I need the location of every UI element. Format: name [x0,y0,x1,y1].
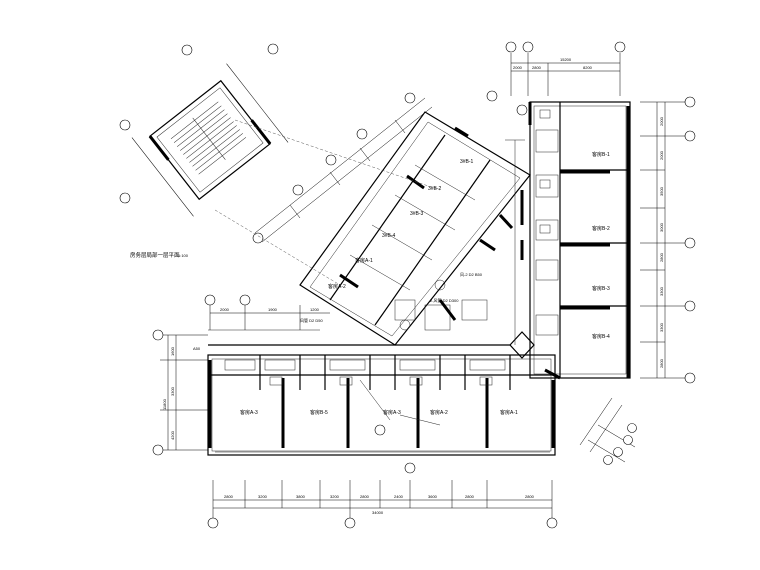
annotation-duct: 2-风管 D2 D300 [430,297,459,303]
top-dim-1: 2000 [513,65,523,70]
annotation-duct: 风-2 D2 B50 [460,272,483,277]
room-label: 客房A-2 [430,409,448,416]
drawing-scale: 1:100 [178,253,189,258]
bottom-dim-8: 2800 [465,494,475,499]
small-dim-3: 1200 [310,307,320,312]
lower-right-angled-dimension [579,397,637,465]
bottom-dim-4: 3200 [330,494,340,499]
top-dim-2: 2800 [532,65,542,70]
right-dim-4: 3000 [659,222,664,232]
room-labels: 客房B-1 客房B-2 客房B-3 客房B-4 3#B-1 3#B-2 3#B-… [240,151,610,416]
top-dim-total: 15200 [560,57,572,62]
room-label: 客房B-5 [310,409,328,416]
diagonal-wing [299,111,535,359]
annotation-label: A50 [193,346,201,351]
bottom-dim-9: 2800 [525,494,535,499]
bottom-dim-6: 2400 [394,494,404,499]
annotation-duct: 风管 D2 D50 [300,317,323,323]
bottom-dim-1: 2800 [224,494,234,499]
bottom-dim-2: 3200 [258,494,268,499]
right-dim-2: 2000 [659,150,664,160]
bottom-dimension-group: 2800 3200 3800 3200 2800 2400 3600 2800 … [207,424,558,529]
bottom-dim-5: 2800 [360,494,370,499]
bottom-dim-total: 34000 [372,510,384,515]
small-dim-1: 2000 [220,307,230,312]
right-dim-5: 2800 [659,252,664,262]
left-dimension-group: 1600 3300 4200 11800 [152,329,208,456]
right-dimension-group: 2000 2000 3500 3000 2800 3300 3300 2800 [640,96,696,384]
left-dim-total: 11800 [162,398,167,410]
right-dim-6: 3300 [659,286,664,296]
stair-detail [131,63,289,217]
left-dim-1: 1600 [170,346,175,356]
room-label: 3#B-1 [460,159,474,165]
diagonal-dimensions [252,90,528,244]
room-label: 3#B-3 [410,211,424,217]
room-label: 3#B-4 [382,233,396,239]
right-dim-8: 2800 [659,358,664,368]
room-label: 3#B-2 [428,186,442,192]
left-dim-2: 3300 [170,386,175,396]
lower-wing [207,329,556,456]
small-dim-2: 1900 [268,307,278,312]
right-wing [528,101,631,380]
room-label: 客房A-3 [383,409,401,416]
room-label: 客房A-1 [500,409,518,416]
top-dim-3: 8200 [583,65,593,70]
lower-top-dimensions: 2000 1900 1200 [204,294,330,330]
room-label: 客房A-3 [240,409,258,416]
room-label: 客房B-4 [592,333,610,340]
bottom-dim-7: 3600 [428,494,438,499]
drawing-title: 房务层局部一层平面 [130,251,180,259]
left-dim-3: 4200 [170,430,175,440]
right-dim-1: 2000 [659,116,664,126]
annotations: 风-2 D2 B50 2-风管 D2 D300 风管 D2 D50 A50 [193,272,483,351]
right-dim-7: 3300 [659,322,664,332]
bottom-dim-3: 3800 [296,494,306,499]
right-dim-3: 3500 [659,186,664,196]
room-label: 客房A-2 [328,283,346,290]
room-label: 客房A-1 [355,257,373,264]
top-dimension-group: 2000 2800 8200 15200 [505,41,626,96]
room-label: 客房B-3 [592,285,610,292]
room-label: 客房B-2 [592,225,610,232]
room-label: 客房B-1 [592,151,610,158]
